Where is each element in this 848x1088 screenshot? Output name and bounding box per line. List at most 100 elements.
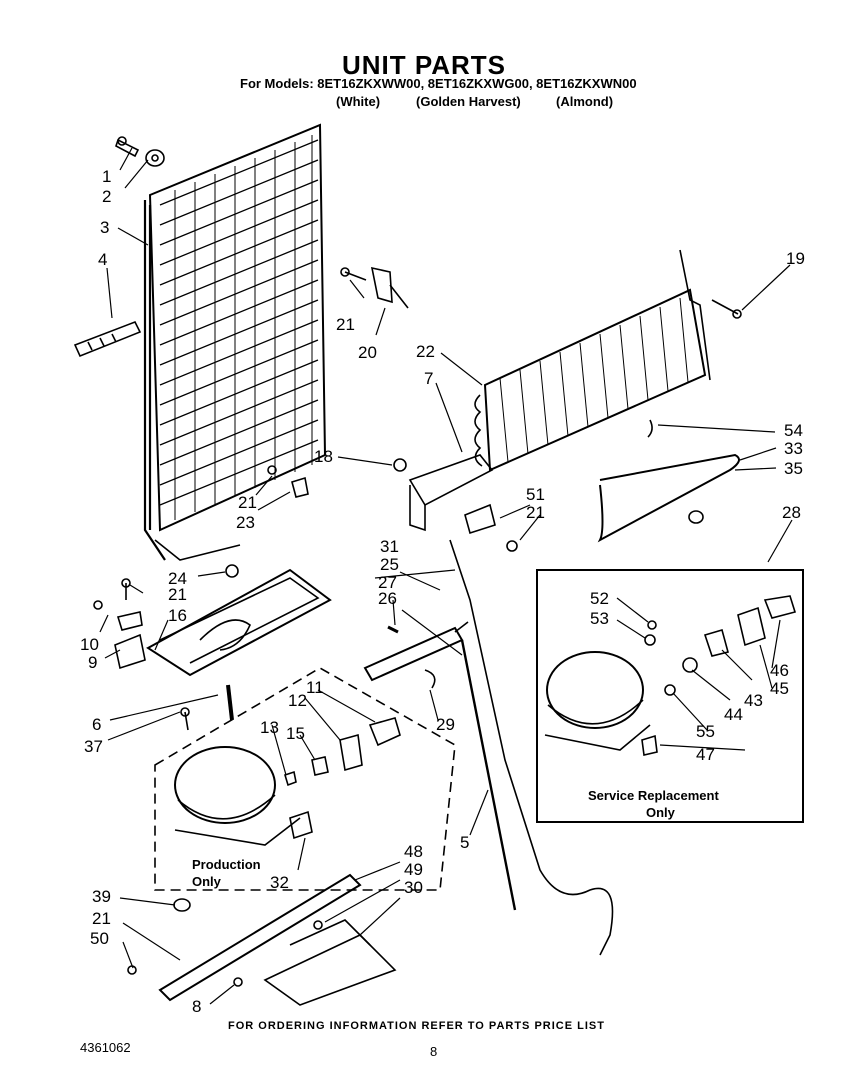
callout-13: 13 xyxy=(260,718,279,737)
part-44 xyxy=(682,657,698,673)
grommet-part-39 xyxy=(173,898,191,912)
clip-part-29 xyxy=(424,669,436,689)
callout-30: 30 xyxy=(404,878,423,897)
bracket-part-23 xyxy=(267,465,309,498)
screw-part-49 xyxy=(313,920,323,930)
defrost-heater xyxy=(597,453,740,543)
callout-51: 51 xyxy=(526,485,545,504)
callout-32: 32 xyxy=(270,873,289,892)
grommet-part-2 xyxy=(145,149,165,167)
clip-part-20 xyxy=(370,266,409,309)
document-number: 4361062 xyxy=(80,1040,131,1055)
color-almond: (Almond) xyxy=(556,94,614,109)
callout-47: 47 xyxy=(696,745,715,764)
tube-part-6 xyxy=(226,684,234,721)
callout-54: 54 xyxy=(784,421,803,440)
production-note-line2: Only xyxy=(192,874,222,889)
bracket-part-9 xyxy=(114,633,146,670)
callout-5: 5 xyxy=(460,833,469,852)
callout-45: 45 xyxy=(770,679,789,698)
page-number: 8 xyxy=(430,1044,438,1059)
clip-part-54 xyxy=(647,419,653,438)
callout-50: 50 xyxy=(90,929,109,948)
color-golden-harvest: (Golden Harvest) xyxy=(416,94,521,109)
compressor-service xyxy=(544,651,651,751)
capacitor-part-32 xyxy=(289,810,313,840)
callout-35: 35 xyxy=(784,459,803,478)
tube-part-5 xyxy=(460,639,517,911)
callout-9: 9 xyxy=(88,653,97,672)
callout-26: 26 xyxy=(378,589,397,608)
callout-3: 3 xyxy=(100,218,109,237)
screw-part-8 xyxy=(233,977,243,987)
callout-18: 18 xyxy=(314,447,333,466)
callout-43: 43 xyxy=(744,691,763,710)
callout-8: 8 xyxy=(192,997,201,1016)
callout-16: 16 xyxy=(168,606,187,625)
callout-21-a: 21 xyxy=(336,315,355,334)
drier-part-27 xyxy=(363,621,469,682)
callout-12: 12 xyxy=(288,691,307,710)
callout-53: 53 xyxy=(590,609,609,628)
callout-7: 7 xyxy=(424,369,433,388)
screw-part-50 xyxy=(127,965,137,975)
callout-1: 1 xyxy=(102,167,111,186)
bracket-part-4 xyxy=(73,320,142,358)
models-line: For Models: 8ET16ZKXWW00, 8ET16ZKXWG00, … xyxy=(240,76,637,91)
screw-part-19 xyxy=(711,299,742,319)
callout-29: 29 xyxy=(436,715,455,734)
part-43 xyxy=(703,629,729,657)
production-outline xyxy=(154,667,456,891)
compressor-production xyxy=(174,746,301,846)
callout-49: 49 xyxy=(404,860,423,879)
nut-part-24 xyxy=(225,564,239,578)
part-53 xyxy=(644,634,656,646)
callout-21-b: 21 xyxy=(238,493,257,512)
callout-21-e: 21 xyxy=(92,909,111,928)
callout-25: 25 xyxy=(380,555,399,574)
callout-4: 4 xyxy=(98,250,107,269)
base-bracket xyxy=(158,873,397,1006)
drain-pan-part-25 xyxy=(146,568,332,677)
part-46 xyxy=(763,595,797,619)
callout-6: 6 xyxy=(92,715,101,734)
screw-part-37 xyxy=(180,707,190,731)
callout-22: 22 xyxy=(416,342,435,361)
callout-23: 23 xyxy=(236,513,255,532)
callout-55: 55 xyxy=(696,722,715,741)
evaporator-coil xyxy=(408,249,711,532)
callout-28: 28 xyxy=(782,503,801,522)
service-note-line2: Only xyxy=(646,805,676,820)
service-replacement-box xyxy=(536,569,804,823)
ordering-note: FOR ORDERING INFORMATION REFER TO PARTS … xyxy=(228,1020,605,1032)
callout-39: 39 xyxy=(92,887,111,906)
callout-46: 46 xyxy=(770,661,789,680)
screw-part-18 xyxy=(393,458,407,472)
color-white: (White) xyxy=(336,94,381,109)
callout-31: 31 xyxy=(380,537,399,556)
condenser-coil xyxy=(143,123,327,561)
callout-21-d: 21 xyxy=(168,585,187,604)
callout-2: 2 xyxy=(102,187,111,206)
part-52 xyxy=(647,620,657,630)
part-26 xyxy=(387,625,399,634)
clamp-part-51 xyxy=(464,503,518,552)
callout-44: 44 xyxy=(724,705,743,724)
clip-part-16 xyxy=(116,611,143,631)
part-13 xyxy=(284,770,297,787)
callout-24: 24 xyxy=(168,569,187,588)
callout-10: 10 xyxy=(80,635,99,654)
part-55 xyxy=(664,684,676,696)
capacitor-part-47 xyxy=(641,734,658,756)
part-15 xyxy=(311,756,329,776)
callout-21-c: 21 xyxy=(526,503,545,522)
callout-33: 33 xyxy=(784,439,803,458)
screw-part-21-pan xyxy=(121,578,131,600)
page-title: UNIT PARTS xyxy=(341,50,507,80)
part-11 xyxy=(368,717,401,747)
callout-48: 48 xyxy=(404,842,423,861)
callout-52: 52 xyxy=(590,589,609,608)
callout-11: 11 xyxy=(306,678,324,697)
production-note-line1: Production xyxy=(192,857,261,872)
